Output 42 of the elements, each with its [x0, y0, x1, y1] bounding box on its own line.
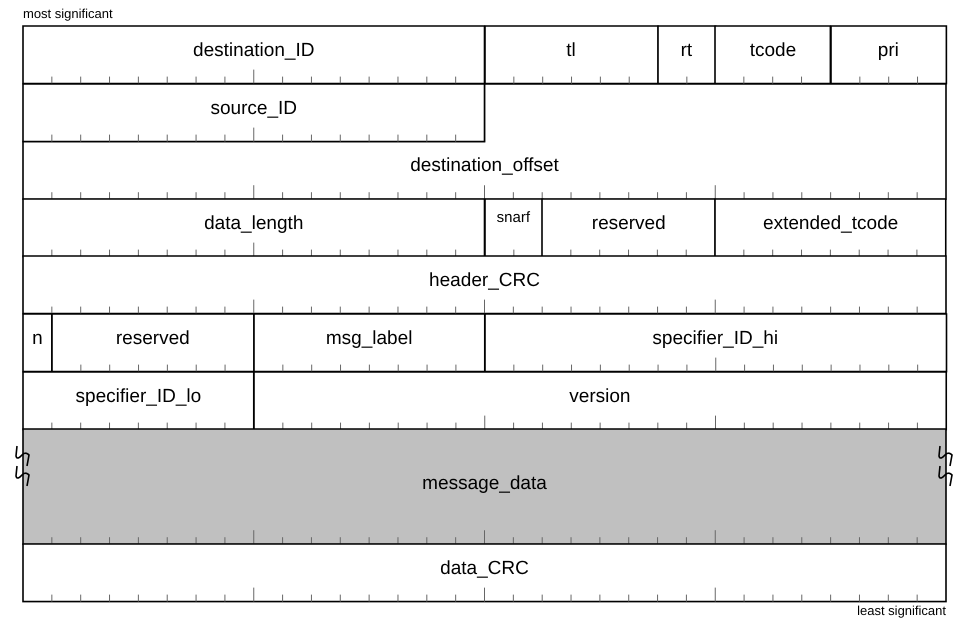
bit-field-box — [715, 26, 831, 84]
field-name: destination_ID — [192, 40, 316, 62]
field-name: specifier_ID_hi — [651, 328, 780, 350]
bit-field-box — [484, 198, 542, 256]
bit-field-box — [254, 314, 484, 372]
field-name: pri — [876, 40, 900, 62]
field-name: rt — [680, 40, 694, 62]
bit-field-box — [484, 314, 946, 372]
field-name: snarf — [496, 208, 532, 226]
field-name: extended_tcode — [762, 212, 900, 235]
field-name: version — [568, 386, 632, 408]
bit-field-box — [658, 26, 716, 84]
field-name: header_CRC — [428, 270, 541, 292]
data-field-band — [23, 429, 946, 544]
field-name: data_CRC — [439, 558, 530, 580]
field-name: specifier_ID_lo — [74, 386, 202, 408]
bit-field-box — [23, 544, 946, 602]
bit-field-box — [23, 314, 52, 372]
bit-field-box — [23, 26, 484, 84]
bit-field-box — [715, 198, 946, 256]
field-name: reserved — [114, 328, 191, 350]
field-name: msg_label — [324, 328, 414, 350]
bit-field-box — [830, 26, 946, 84]
bit-field-box — [23, 84, 484, 142]
bit-field-box — [254, 372, 946, 430]
field-name: source_ID — [209, 98, 298, 120]
field-name: n — [31, 328, 44, 350]
bit-field-box — [23, 84, 946, 199]
bit-field-box — [542, 198, 716, 256]
field-name: tcode — [748, 40, 798, 62]
field-name: data_length — [203, 212, 304, 235]
field-name: destination_offset — [409, 155, 560, 178]
significance-note: least significant — [857, 603, 946, 618]
bit-field-box — [23, 198, 484, 256]
field-name: reserved — [590, 212, 667, 235]
significance-note: most significant — [23, 6, 113, 21]
field-name: tl — [565, 40, 577, 62]
bit-field-box — [23, 372, 254, 430]
bit-field-box — [484, 26, 658, 84]
field-name: message_data — [421, 472, 548, 495]
bit-field-box — [23, 256, 946, 314]
bit-field-box — [52, 314, 254, 372]
